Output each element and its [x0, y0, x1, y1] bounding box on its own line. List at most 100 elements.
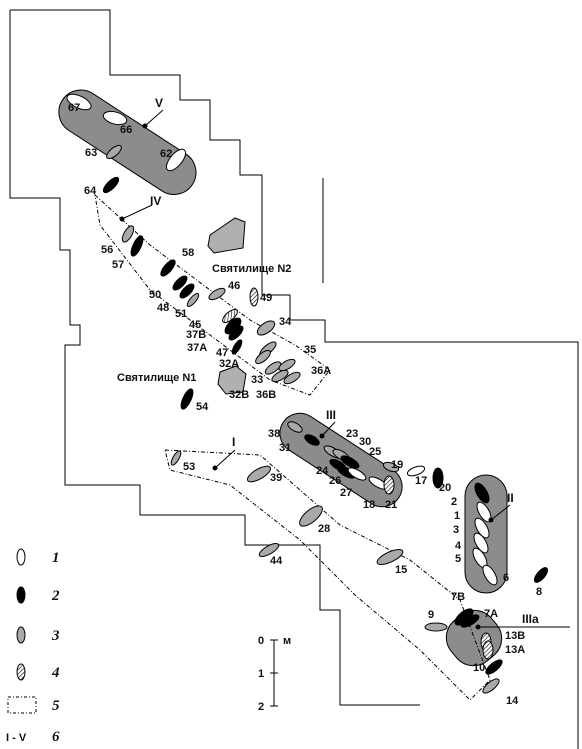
burial-label-38: 38 [268, 428, 280, 440]
burial-32B [255, 349, 271, 365]
legend-symbol-2 [16, 586, 26, 604]
excavation-boundary-left [9, 10, 420, 706]
burial-label-5: 5 [455, 553, 461, 565]
group-label-I: I [232, 435, 235, 449]
group-markers [119, 109, 570, 630]
burial-28 [299, 505, 323, 527]
burial-8 [533, 567, 549, 583]
burial-label-36B: 36B [256, 389, 276, 401]
burial-64 [102, 176, 120, 194]
burial-label-17: 17 [415, 475, 427, 487]
burial-label-63: 63 [85, 147, 97, 159]
group-outlines [94, 193, 491, 701]
burial-label-19: 19 [391, 459, 403, 471]
group-outline-IV [94, 193, 331, 396]
burial-2 [474, 482, 490, 504]
scale-unit: м [283, 635, 291, 647]
burial-label-33: 33 [251, 374, 263, 386]
group-label-III: III [326, 408, 336, 422]
burial-label-30: 30 [359, 436, 371, 448]
scale-tick-0: 0 [258, 635, 264, 647]
burial-label-26: 26 [329, 475, 341, 487]
legend-key-1: 1 [52, 550, 60, 566]
burial-19 [382, 461, 400, 473]
burial-34 [256, 320, 276, 336]
group-label-V: V [155, 96, 163, 110]
burial-label-20: 20 [439, 482, 451, 494]
scale-bar: 0 1 2 м [258, 635, 291, 713]
group-label-II: II [507, 491, 514, 505]
burial-label-64: 64 [84, 185, 97, 197]
legend-symbol-3 [16, 626, 26, 644]
burial-label-21: 21 [385, 499, 397, 511]
burial-label-7B: 7B [451, 591, 465, 603]
sanctuary-1-shape [217, 365, 247, 395]
burial-label-31: 31 [279, 442, 291, 454]
burial-14 [482, 678, 500, 694]
legend-key-5: 5 [52, 698, 60, 714]
burial-label-28: 28 [318, 523, 330, 535]
legend-key-3: 3 [51, 628, 60, 644]
scale-tick-1: 1 [258, 668, 264, 680]
group-label-IIIa: IIIa [522, 612, 539, 626]
legend-key-2: 2 [51, 588, 60, 604]
burial-57 [130, 235, 144, 257]
burial-10 [485, 659, 503, 675]
legend-symbol-1 [16, 548, 26, 566]
burial-label-67: 67 [68, 102, 80, 114]
burial-label-51: 51 [175, 308, 187, 320]
burial-label-13B: 13B [505, 630, 525, 642]
legend-symbol-4 [16, 663, 26, 681]
burial-63 [106, 144, 122, 160]
burial-label-44: 44 [270, 555, 283, 567]
burial-label-37B: 37B [186, 329, 206, 341]
burial-66 [102, 110, 128, 126]
burial-15 [376, 549, 404, 565]
burials-layer [66, 93, 549, 694]
burial-label-53: 53 [183, 461, 195, 473]
burial-label-27: 27 [340, 487, 352, 499]
burial-36B [271, 369, 289, 383]
burial-17 [406, 465, 426, 477]
legend-symbol-5 [7, 696, 37, 714]
burial-label-8: 8 [536, 586, 542, 598]
burial-label-36A: 36A [311, 365, 331, 377]
burial-label-25: 25 [369, 446, 381, 458]
burial-6 [482, 564, 498, 586]
burial-label-32B: 32B [229, 389, 249, 401]
burial-label-37A: 37A [187, 342, 207, 354]
burial-38 [287, 421, 303, 433]
legend-key-6: 6 [52, 729, 60, 745]
sanctuary-1-label: Святилище N1 [117, 372, 196, 384]
group-outline-I [164, 449, 491, 701]
burial-label-58: 58 [182, 247, 194, 259]
burial-62 [165, 148, 187, 172]
burial-45 [222, 308, 238, 324]
burial-33 [264, 361, 282, 375]
burial-label-49: 49 [260, 292, 272, 304]
legend: 1 2 3 4 5 I - V 6 [6, 548, 60, 745]
burial-label-7A: 7A [484, 608, 498, 620]
burial-9 [424, 622, 448, 632]
burial-label-2: 2 [451, 496, 457, 508]
burial-label-62: 62 [160, 148, 172, 160]
burial-label-1: 1 [454, 510, 460, 522]
burial-7A [460, 614, 480, 628]
burial-4 [473, 532, 489, 554]
burial-label-23: 23 [346, 428, 358, 440]
burial-56 [121, 225, 135, 243]
burial-20 [432, 467, 444, 489]
burial-label-34: 34 [279, 316, 292, 328]
burial-25 [340, 455, 360, 469]
burial-label-50: 50 [149, 289, 161, 301]
burial-label-56: 56 [101, 244, 113, 256]
burial-label-6: 6 [503, 572, 509, 584]
burial-label-24: 24 [316, 465, 329, 477]
burial-label-35: 35 [304, 344, 316, 356]
burial-39 [246, 465, 272, 483]
burial-67 [66, 93, 92, 111]
burial-44 [258, 543, 280, 557]
burial-label-66: 66 [120, 124, 132, 136]
